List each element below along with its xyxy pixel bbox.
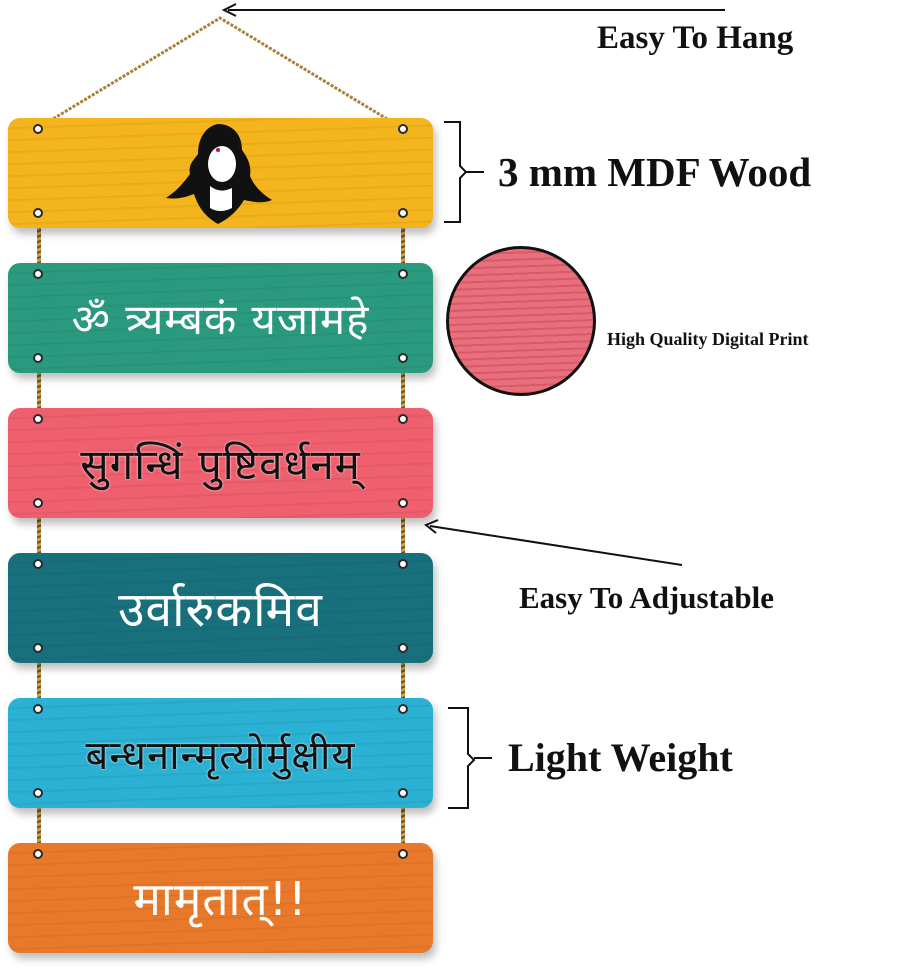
mantra-text: मामृतात्!! bbox=[133, 872, 308, 926]
rope-link bbox=[401, 802, 405, 850]
rope-link bbox=[401, 222, 405, 270]
rope-link bbox=[37, 657, 41, 705]
board-mantra-line-4: बन्धनान्मृत्योर्मुक्षीय bbox=[8, 698, 433, 808]
rope-link bbox=[401, 367, 405, 415]
print-quality-swatch bbox=[446, 246, 596, 396]
feature-digital-print: High Quality Digital Print bbox=[607, 329, 809, 349]
rope-link bbox=[37, 222, 41, 270]
board-mantra-line-2: सुगन्धिं पुष्टिवर्धनम् bbox=[8, 408, 433, 518]
mantra-text: बन्धनान्मृत्योर्मुक्षीय bbox=[85, 732, 356, 779]
board-mantra-line-5: मामृतात्!! bbox=[8, 843, 433, 953]
shiva-face-icon bbox=[166, 124, 272, 224]
feature-adjustable: Easy To Adjustable bbox=[519, 580, 774, 615]
feature-mdf-wood: 3 mm MDF Wood bbox=[498, 149, 812, 195]
rope-link bbox=[401, 657, 405, 705]
board-mantra-line-3: उर्वारुकमिव bbox=[8, 553, 433, 663]
mantra-text: ॐ त्र्यम्बकं यजामहे bbox=[71, 294, 370, 344]
rope-link bbox=[37, 367, 41, 415]
board-shiva bbox=[8, 118, 433, 228]
rope-link bbox=[37, 512, 41, 560]
rope-link bbox=[37, 802, 41, 850]
mantra-text: उर्वारुकमिव bbox=[118, 581, 323, 638]
feature-light-weight: Light Weight bbox=[508, 735, 733, 780]
feature-easy-to-hang: Easy To Hang bbox=[597, 20, 794, 56]
rope-link bbox=[401, 512, 405, 560]
board-mantra-line-1: ॐ त्र्यम्बकं यजामहे bbox=[8, 263, 433, 373]
mantra-text: सुगन्धिं पुष्टिवर्धनम् bbox=[80, 439, 361, 489]
